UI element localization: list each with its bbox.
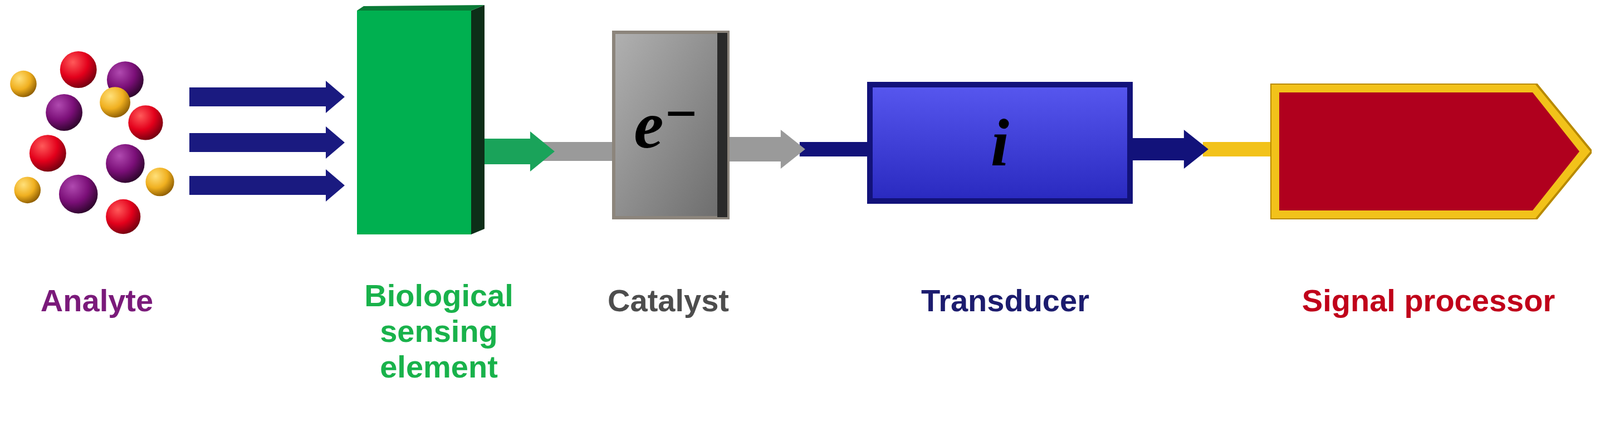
flow-arrow xyxy=(189,126,345,159)
analyte-ball xyxy=(10,70,37,98)
analyte-outline xyxy=(5,51,179,236)
analyte-ball xyxy=(59,174,99,214)
analyte-ball xyxy=(13,177,41,204)
sensing-element-panel: Biological sensing element xyxy=(356,5,485,235)
transducer-box: iTransducer xyxy=(867,81,1133,204)
component-label: Analyte xyxy=(40,282,154,319)
component-label: Transducer xyxy=(921,282,1090,319)
green-outline xyxy=(356,5,485,235)
symbol-text: e⁻ xyxy=(633,91,699,159)
analyte-cluster: Analyte xyxy=(5,51,179,236)
analyte-ball xyxy=(45,94,83,131)
analyte-ball xyxy=(60,51,97,88)
analyte-ball xyxy=(145,167,174,197)
flow-arrow xyxy=(189,169,345,202)
flow-arrow xyxy=(729,129,868,169)
analyte-ball xyxy=(99,86,131,118)
processor-outline xyxy=(1270,83,1592,220)
analyte-ball xyxy=(105,144,145,184)
flow-arrow xyxy=(1132,129,1271,169)
signal-processor-shape: Signal processor xyxy=(1270,83,1592,220)
component-label: Biological sensing element xyxy=(338,277,540,385)
analyte-ball xyxy=(105,199,141,234)
flow-arrow xyxy=(484,131,613,172)
flow-arrow xyxy=(189,80,345,114)
component-label: Signal processor xyxy=(1302,282,1555,319)
component-label: Catalyst xyxy=(607,282,729,319)
analyte-ball xyxy=(29,134,67,172)
analyte-ball xyxy=(128,105,163,140)
catalyst-panel: e⁻Catalyst xyxy=(612,30,730,220)
symbol-text: i xyxy=(990,109,1010,177)
